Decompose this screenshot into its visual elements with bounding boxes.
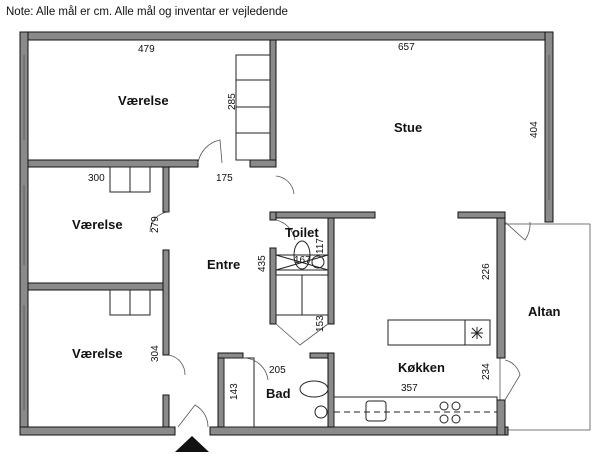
room-label-toilet: Toilet: [285, 225, 319, 240]
dim-entre-length: 435: [257, 255, 268, 272]
plan-note: Note: Alle mål er cm. Alle mål og invent…: [6, 6, 288, 18]
dim-koekken-width: 357: [401, 383, 418, 394]
toilet-bowl-icon: [293, 240, 311, 270]
windows: [23, 55, 550, 410]
dim-toilet-b: 167: [294, 255, 311, 266]
dim-v2-door: 279: [150, 216, 161, 233]
kitchen-sink-icon: [365, 400, 387, 422]
sink-icon: [311, 255, 325, 269]
dim-v1-closet: 285: [227, 93, 238, 110]
dim-v3: 304: [150, 345, 161, 362]
dim-koekken-a: 226: [481, 263, 492, 280]
dim-v2-width: 300: [88, 173, 105, 184]
door-swings: [149, 139, 531, 428]
closets: [109, 54, 329, 428]
dim-closet: 153: [315, 315, 326, 332]
room-label-stue: Stue: [394, 120, 422, 135]
room-label-vaerelse-3: Værelse: [72, 346, 123, 361]
entrance-arrow-icon: [175, 436, 209, 452]
dim-stue-width: 657: [398, 42, 415, 53]
interior-walls: [27, 39, 506, 428]
dim-bad-closet: 143: [229, 383, 240, 400]
bad-toilet-icon: [299, 380, 329, 398]
dim-bad-width: 205: [269, 365, 286, 376]
dim-toilet-a: 117: [315, 238, 326, 254]
balcony-outline: [499, 223, 591, 431]
dim-stue-depth: 404: [529, 121, 540, 138]
room-label-bad: Bad: [266, 386, 291, 401]
dim-koekken-b: 234: [481, 363, 492, 380]
dim-entre-top: 175: [216, 173, 233, 184]
bad-sink-icon: [314, 405, 328, 419]
room-label-vaerelse-2: Værelse: [72, 217, 123, 232]
kitchen-island: [387, 319, 491, 346]
room-label-vaerelse-1: Værelse: [118, 93, 169, 108]
fixtures: [293, 240, 498, 428]
room-label-koekken: Køkken: [398, 360, 445, 375]
room-label-altan: Altan: [528, 304, 561, 319]
room-label-entre: Entre: [207, 257, 240, 272]
cooktop-icon: [471, 327, 483, 339]
dim-v1-width: 479: [138, 44, 155, 55]
